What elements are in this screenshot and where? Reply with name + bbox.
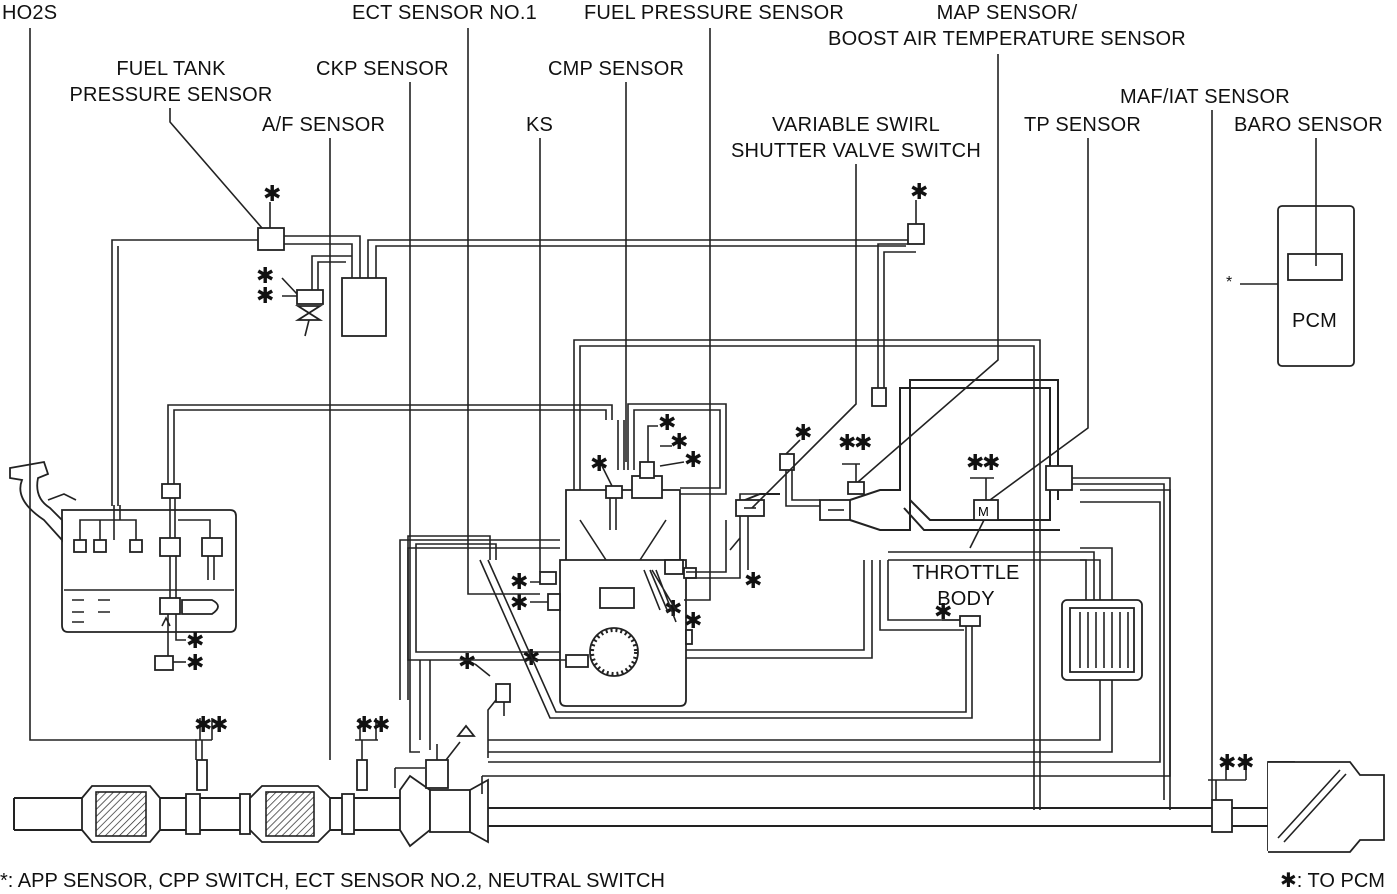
ckp-sensor-label: CKP SENSOR	[316, 58, 449, 80]
exhaust-pipe	[13, 785, 400, 843]
svg-text:✱: ✱	[1236, 751, 1254, 776]
engine-pipes	[399, 339, 1041, 810]
svg-text:✱: ✱	[263, 182, 281, 207]
svg-text:✱: ✱	[658, 411, 676, 436]
svg-text:✱: ✱	[838, 431, 856, 456]
cmp-sensor-label: CMP SENSOR	[548, 58, 685, 80]
svg-text:✱: ✱	[910, 180, 928, 205]
ks-label: KS	[526, 114, 554, 136]
svg-text:✱: ✱	[355, 713, 373, 738]
ho2s-label: HO2S	[2, 2, 58, 24]
svg-text:✱: ✱	[794, 421, 812, 446]
intake-manifold: ✱ ✱✱ M ✱✱ ✱ ✱	[729, 379, 1171, 810]
tp-sensor-label: TP SENSOR	[1024, 114, 1142, 136]
intercooler	[1061, 599, 1143, 681]
svg-text:✱: ✱	[982, 451, 1000, 476]
footnote-asterisk-legend: *: APP SENSOR, CPP SWITCH, ECT SENSOR NO…	[0, 870, 665, 892]
map-sensor-label-line2: BOOST AIR TEMPERATURE SENSOR	[828, 28, 1186, 50]
fuel-tank-pressure-label: FUEL TANK PRESSURE SENSOR	[58, 56, 284, 108]
variable-swirl-label: VARIABLE SWIRL SHUTTER VALVE SWITCH	[718, 112, 994, 164]
throttle-body-label-line1: THROTTLE	[912, 562, 1020, 584]
svg-text:✱: ✱	[744, 569, 762, 594]
throttle-body-label-line2: BODY	[937, 588, 995, 610]
leader-lines	[29, 28, 1317, 800]
fuel-tank-pressure-label-line2: PRESSURE SENSOR	[69, 84, 273, 106]
turbocharger	[394, 724, 489, 848]
af-sensor-label: A/F SENSOR	[262, 114, 386, 136]
ho2s-probe: ✱✱	[194, 713, 228, 791]
map-sensor-label-line1: MAP SENSOR/	[936, 2, 1078, 24]
svg-text:✱: ✱	[186, 629, 204, 654]
svg-text:✱: ✱	[372, 713, 390, 738]
svg-text:✱: ✱	[684, 609, 702, 634]
throttle-body-label: THROTTLE BODY	[902, 560, 1030, 612]
svg-text:✱: ✱	[186, 651, 204, 676]
svg-text:✱: ✱	[256, 284, 274, 309]
svg-text:✱: ✱	[256, 264, 274, 289]
svg-text:✱: ✱	[670, 430, 688, 455]
baro-sensor-label: BARO SENSOR	[1234, 114, 1383, 136]
evap-system: ✱ ✱✱ ✱	[256, 180, 928, 388]
ect-sensor-1-label: ECT SENSOR NO.1	[352, 2, 537, 24]
maf-iat-sensor-label: MAF/IAT SENSOR	[1120, 86, 1290, 108]
fuel-lines	[111, 239, 625, 506]
fuel-tank: ✱✱	[9, 460, 237, 676]
svg-text:M: M	[978, 504, 989, 519]
pcm-unit	[1240, 205, 1355, 367]
svg-text:✱: ✱	[194, 713, 212, 738]
svg-text:✱: ✱	[1218, 751, 1236, 776]
pcm-asterisk: *	[1226, 274, 1233, 291]
svg-text:✱: ✱	[510, 570, 528, 595]
map-sensor-label: MAP SENSOR/ BOOST AIR TEMPERATURE SENSOR	[810, 0, 1204, 52]
engine-block: ✱✱ ✱✱ ✱ ✱✱✱ ✱✱	[458, 411, 702, 707]
fuel-tank-pressure-label-line1: FUEL TANK	[116, 58, 226, 80]
af-sensor-probe: ✱✱	[355, 713, 390, 791]
intake-pipe: ✱✱	[488, 751, 1385, 853]
variable-swirl-label-line2: SHUTTER VALVE SWITCH	[731, 140, 981, 162]
svg-text:✱: ✱	[210, 713, 228, 738]
svg-text:✱: ✱	[966, 451, 984, 476]
variable-swirl-label-line1: VARIABLE SWIRL	[771, 114, 941, 136]
fuel-pressure-sensor-label: FUEL PRESSURE SENSOR	[584, 2, 844, 24]
svg-text:✱: ✱	[854, 431, 872, 456]
svg-text:✱: ✱	[684, 448, 702, 473]
svg-text:✱: ✱	[934, 600, 952, 625]
pcm-label: PCM	[1292, 310, 1338, 332]
svg-text:✱: ✱	[510, 591, 528, 616]
footnote-to-pcm: ✱: TO PCM	[1280, 870, 1385, 892]
svg-text:✱: ✱	[458, 650, 476, 675]
